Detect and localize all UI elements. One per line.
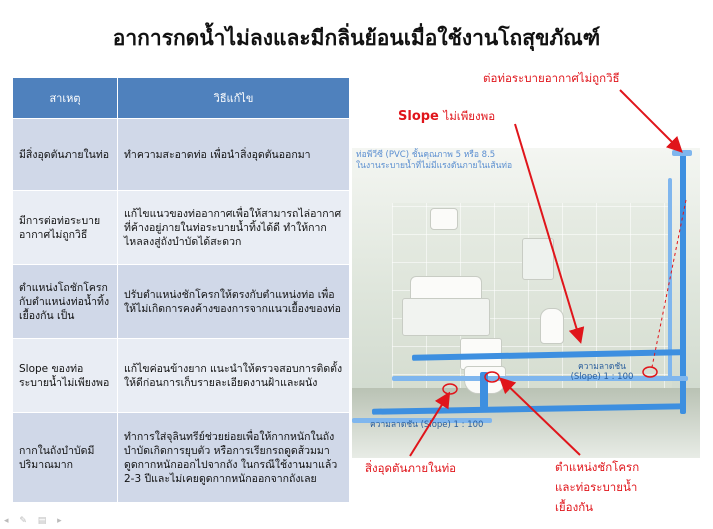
- urinal: [540, 308, 564, 344]
- hand-dryer: [430, 208, 458, 230]
- vent-pipe-secondary: [668, 178, 672, 378]
- annotation-blockage: สิ่งอุดตันภายในท่อ: [365, 461, 457, 475]
- fix-cell: ปรับตำแหน่งชักโครกให้ตรงกับตำแหน่งท่อ เพ…: [117, 264, 350, 339]
- slide-nav-icons[interactable]: ◂ ✎ ▤ ▸: [4, 516, 66, 526]
- table-row: มีการต่อท่อระบายอากาศไม่ถูกวิธี แก้ไขแนว…: [12, 190, 350, 265]
- cause-cell: Slope ของท่อระบายน้ำไม่เพียงพอ: [12, 338, 118, 413]
- cause-cell: มีสิ่งอุดตันภายในท่อ: [12, 118, 118, 191]
- table-header-row: สาเหตุ วิธีแก้ไข: [12, 77, 350, 119]
- table-row: มีสิ่งอุดตันภายในท่อ ทำความสะอาดท่อ เพื่…: [12, 118, 350, 191]
- fix-cell: แก้ไขค่อนข้างยาก แนะนำให้ตรวจสอบการติดตั…: [117, 338, 350, 413]
- header-fix: วิธีแก้ไข: [117, 77, 350, 119]
- fix-cell: ทำความสะอาดท่อ เพื่อนำสิ่งอุดตันออกมา: [117, 118, 350, 191]
- toilet-drain-pipe: [480, 372, 488, 408]
- header-cause: สาเหตุ: [12, 77, 118, 119]
- cause-cell: กากในถังบำบัดมีปริมาณมาก: [12, 412, 118, 503]
- bathroom-plumbing-illustration: ท่อพีวีซี (PVC) ชั้นคุณภาพ 5 หรือ 8.5 ใน…: [352, 148, 700, 458]
- annotation-slope-suffix: ไม่เพียงพอ: [443, 109, 496, 123]
- sink-counter: [402, 298, 490, 336]
- cause-cell: มีการต่อท่อระบายอากาศไม่ถูกวิธี: [12, 190, 118, 265]
- annotation-toilet-line-1: ตำแหน่งชักโครก: [555, 460, 640, 474]
- wall-mirror: [522, 238, 554, 280]
- vent-pipe-vertical: [680, 152, 686, 414]
- table-row: กากในถังบำบัดมีปริมาณมาก ทำการใส่จุลินทร…: [12, 412, 350, 503]
- cause-solution-table: สาเหตุ วิธีแก้ไข มีสิ่งอุดตันภายในท่อ ทำ…: [12, 77, 350, 503]
- vent-arrow: [619, 89, 683, 153]
- drain-pipe-middle: [392, 376, 688, 381]
- slope-label-upper: ความลาดชัน (Slope) 1 : 100: [570, 362, 634, 382]
- annotation-toilet-offset: ตำแหน่งชักโครก และท่อระบายน้ำ เยื้องกัน: [555, 459, 639, 515]
- table-row: ตำแหน่งโถชักโครกกับตำแหน่งท่อน้ำทิ้งเยื้…: [12, 264, 350, 339]
- annotation-slope: Slope ไม่เพียงพอ: [398, 108, 495, 125]
- vent-pipe-cap: [672, 150, 692, 156]
- illustration-caption: ท่อพีวีซี (PVC) ชั้นคุณภาพ 5 หรือ 8.5 ใน…: [356, 150, 512, 172]
- annotation-vent: ต่อท่อระบายอากาศไม่ถูกวิธี: [483, 71, 620, 85]
- annotation-slope-prefix: Slope: [398, 109, 439, 124]
- caption-line-2: ในงานระบายน้ำที่ไม่มีแรงดันภายในเส้นท่อ: [356, 161, 513, 171]
- fix-cell: แก้ไขแนวของท่ออากาศเพื่อให้สามารถไล่อากา…: [117, 190, 350, 265]
- fix-cell: ทำการใส่จุลินทรีย์ช่วยย่อยเพื่อให้กากหนั…: [117, 412, 350, 503]
- annotation-toilet-line-3: เยื้องกัน: [555, 500, 594, 514]
- table-row: Slope ของท่อระบายน้ำไม่เพียงพอ แก้ไขค่อน…: [12, 338, 350, 413]
- cause-cell: ตำแหน่งโถชักโครกกับตำแหน่งท่อน้ำทิ้งเยื้…: [12, 264, 118, 339]
- slope-label-lower: ความลาดชัน (Slope) 1 : 100: [370, 420, 484, 430]
- annotation-toilet-line-2: และท่อระบายน้ำ: [555, 480, 638, 494]
- slide-title: อาการกดน้ำไม่ลงและมีกลิ่นย้อนเมื่อใช้งาน…: [112, 25, 601, 50]
- caption-line-1: ท่อพีวีซี (PVC) ชั้นคุณภาพ 5 หรือ 8.5: [356, 150, 496, 160]
